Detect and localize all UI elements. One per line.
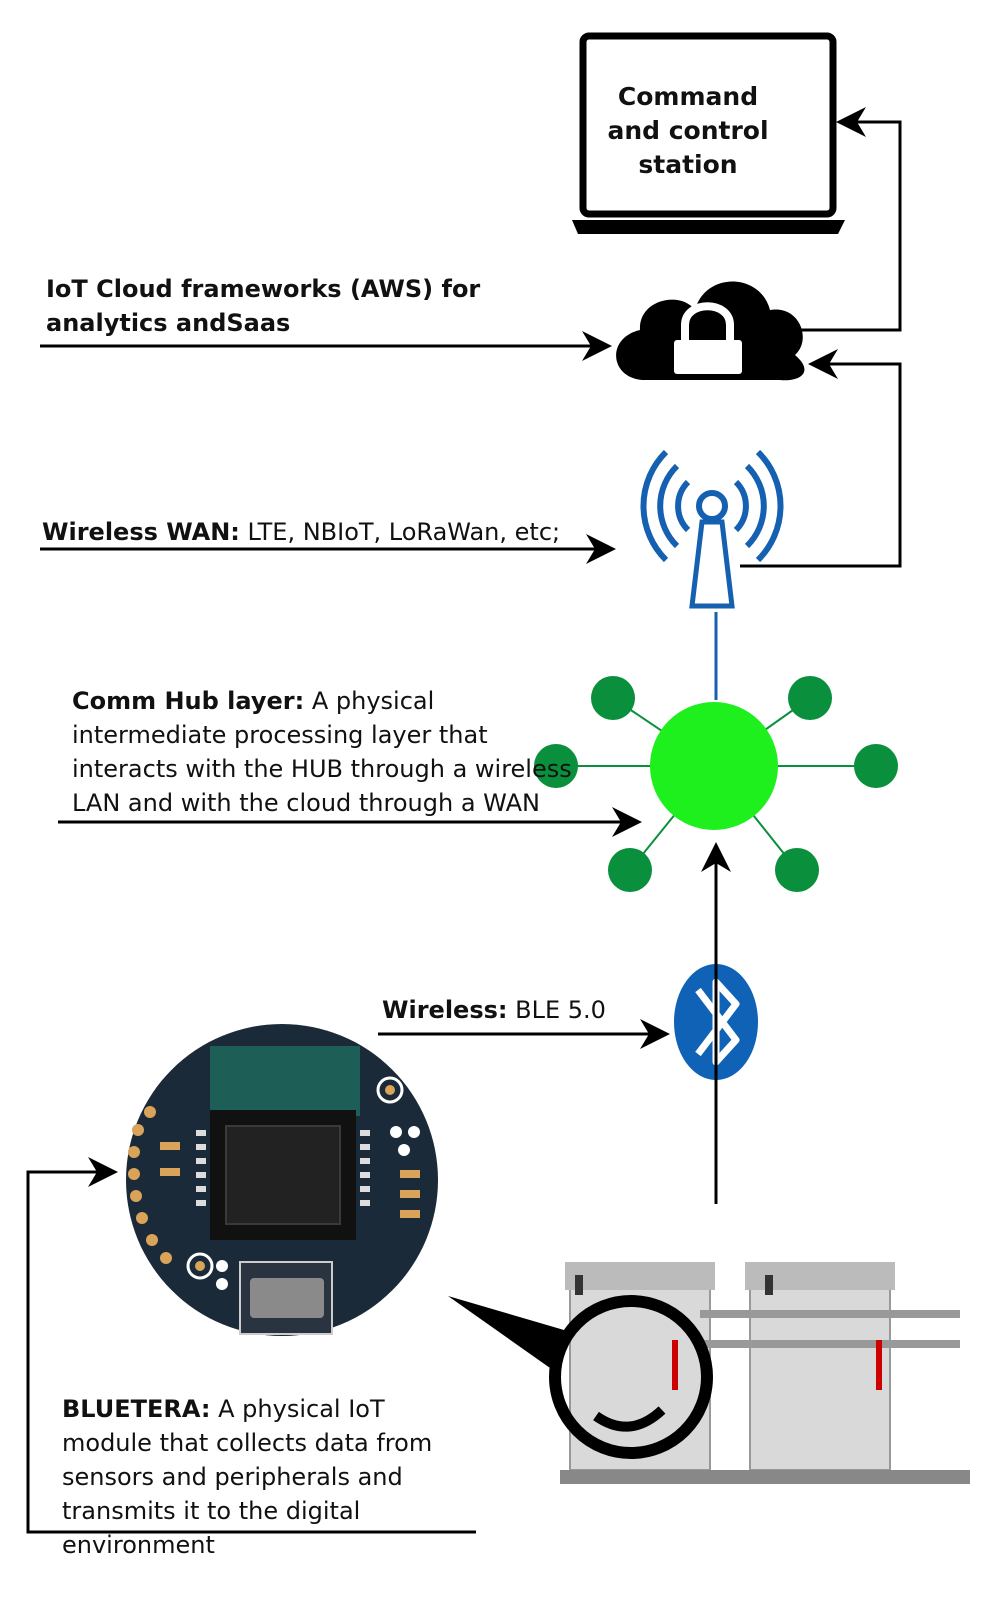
module-layer-text: A physical IoT module that collects data… [62, 1395, 433, 1559]
ble-layer-title: Wireless: [382, 996, 508, 1024]
ble-layer-label: Wireless: BLE 5.0 [382, 993, 682, 1027]
cloud-layer-label: IoT Cloud frameworks (AWS) for analytics… [46, 275, 481, 337]
wan-layer-text: LTE, NBIoT, LoRaWan, etc; [247, 518, 561, 546]
machine-icon [560, 1262, 970, 1484]
hub-layer-text: A physical intermediate processing layer… [72, 687, 572, 817]
connector-lines [26, 107, 902, 1534]
cloud-lock-icon [616, 281, 805, 381]
wan-layer-label: Wireless WAN: LTE, NBIoT, LoRaWan, etc; [42, 515, 602, 549]
hub-layer-label: Comm Hub layer: A physical intermediate … [72, 684, 582, 820]
hub-layer-title: Comm Hub layer: [72, 687, 305, 715]
hub-network-icon [534, 676, 898, 892]
circuit-board-icon [126, 1024, 438, 1336]
module-layer-title: BLUETERA: [62, 1395, 211, 1423]
station-title: Command and control station [607, 82, 769, 179]
laptop-icon [572, 32, 845, 234]
antenna-tower-icon [640, 449, 784, 609]
magnifier-callout [448, 1295, 713, 1459]
module-layer-label: BLUETERA: A physical IoT module that col… [62, 1392, 482, 1562]
ble-layer-text: BLE 5.0 [515, 996, 606, 1024]
wan-layer-title: Wireless WAN: [42, 518, 240, 546]
